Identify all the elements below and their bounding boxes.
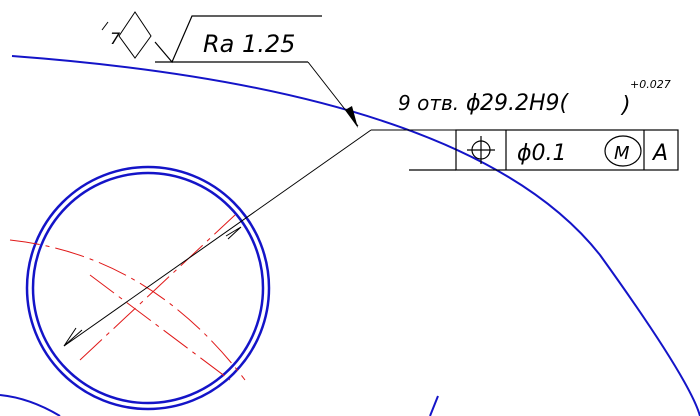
tolerance-upper: +0.027 bbox=[630, 78, 671, 91]
outer-contour-arc bbox=[11, 55, 700, 416]
feature-control-frame bbox=[409, 129, 679, 171]
hole-inner-circle bbox=[31, 171, 265, 405]
leader-arrow-head bbox=[345, 106, 358, 128]
roughness-symbol bbox=[154, 15, 322, 64]
datum-reference: A bbox=[651, 141, 668, 166]
pitch-circle-arc bbox=[9, 239, 246, 381]
mmc-modifier: M bbox=[614, 143, 630, 164]
diameter-symbol: ϕ bbox=[466, 91, 481, 116]
hole-centerline-2 bbox=[89, 274, 231, 381]
centerlines bbox=[9, 214, 246, 381]
hole-size: 29.2H9( bbox=[480, 91, 570, 116]
position-tolerance: ϕ0.1 bbox=[517, 141, 567, 166]
mmc-modifier-circle bbox=[604, 135, 642, 167]
hole-close-paren: ) bbox=[620, 93, 631, 118]
roughness-note-diamond bbox=[101, 11, 152, 59]
position-icon bbox=[467, 136, 495, 164]
hole-centerline-1 bbox=[79, 214, 236, 361]
contour-edge bbox=[429, 395, 439, 416]
hole-outer-circle bbox=[25, 165, 271, 411]
dimension-arrow-right bbox=[225, 226, 242, 240]
dimension-arrow-left bbox=[63, 327, 83, 347]
roughness-note-number: 7 bbox=[110, 29, 121, 48]
hole-callout-prefix: 9 отв. bbox=[398, 91, 459, 115]
inner-contour-arc bbox=[0, 394, 61, 416]
roughness-value: Ra 1.25 bbox=[203, 30, 295, 58]
